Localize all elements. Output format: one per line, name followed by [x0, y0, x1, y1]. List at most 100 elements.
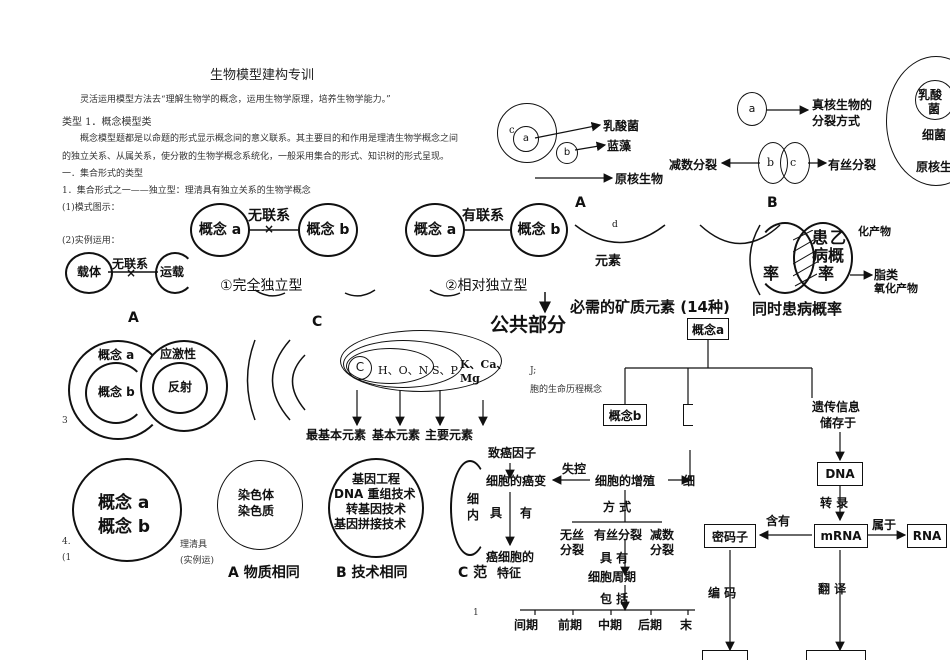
interphase-label: 间期: [514, 618, 539, 632]
include-label: 包 括: [600, 592, 629, 606]
type1-caption: ①完全独立型: [220, 278, 303, 294]
circle-lactic: [915, 80, 950, 120]
paragraph-line-2: 的独立关系、从属关系，使分散的生物学概念系统化，一般采用集合的形式、知识树的形式…: [62, 152, 450, 162]
fragment-3: 3: [62, 416, 68, 426]
transgenic-label: 转基因技术: [346, 502, 407, 516]
div-b-label: b: [767, 156, 775, 169]
item4-text: 理清具: [180, 540, 208, 550]
stress-label: 应激性: [160, 347, 197, 361]
division-caption-b: B: [767, 195, 778, 211]
prokaryote-label: 原核生物: [615, 172, 664, 186]
have-label-1: 具: [490, 506, 503, 520]
div-a-label: a: [748, 101, 756, 115]
contains-label: 含有: [766, 514, 791, 528]
bottom-box-left: [702, 650, 748, 660]
nested-concept-a: 概念 a: [98, 348, 135, 362]
hatch-overlap: [793, 230, 817, 287]
encode-label: 编 码: [708, 586, 737, 600]
mrna-box: mRNA: [814, 524, 868, 548]
fragment-cell: 细: [683, 474, 696, 488]
same-concept-b: 概念 b: [98, 517, 151, 537]
concept-a-label: 概念 a: [198, 221, 242, 238]
item-heading: 1．集合形式之一——独立型：理清具有独立关系的生物学概念: [62, 186, 311, 196]
range-fragment-1: 细: [467, 492, 480, 506]
example-label: (2)实例运用：: [62, 236, 120, 246]
fragment-1: 1: [473, 608, 479, 618]
element-mg: Mg: [460, 372, 480, 385]
concept-a-label-2: 概念 a: [413, 221, 457, 238]
item4-label: 4.: [62, 537, 71, 547]
bacteria-a-label: a: [522, 133, 530, 145]
far-prokaryote-label: 原核生: [916, 160, 950, 174]
transport-label: 运载: [159, 265, 184, 280]
circle-div-c: [780, 142, 810, 184]
cancer-label: 细胞的癌变: [486, 474, 547, 488]
far-bacteria-label: 细菌: [922, 128, 947, 142]
lose-control-label: 失控: [562, 462, 587, 476]
cancer-cell-label-2: 特征: [497, 566, 522, 580]
mitosis-label-cell: 有丝分裂: [594, 528, 643, 542]
circle-concept-b-2: [510, 203, 568, 257]
section-heading: 一．集合形式的类型: [62, 169, 144, 179]
rna-box: RNA: [907, 524, 947, 548]
nested-concept-b: 概念 b: [98, 385, 135, 399]
disease-prob: 病概: [812, 246, 845, 265]
reflex-label: 反射: [167, 380, 192, 395]
circle-concept-outer: [68, 340, 168, 440]
public-part-label: 公共部分: [490, 314, 567, 336]
circle-bacteria-b: [556, 142, 578, 164]
telophase-label: 末: [680, 618, 693, 632]
tree-concept-a-box: 概念a: [687, 318, 729, 340]
bacteria-b-label: b: [563, 147, 571, 159]
amitosis-label-2: 分裂: [560, 543, 585, 557]
proliferation-label: 细胞的增殖: [595, 474, 656, 488]
caption-range: C 范: [458, 565, 488, 581]
chromatin-label: 染色质: [238, 504, 275, 518]
type2-caption: ②相对独立型: [445, 278, 528, 294]
translate-label: 翻 译: [818, 582, 847, 596]
ellipse-elements-1: [340, 330, 502, 392]
main-label: 主要元素: [425, 428, 474, 442]
simultaneous-prob-label: 同时患病概率: [752, 300, 843, 318]
chromosome-label: 染色体: [238, 488, 275, 502]
circle-range-fragment: [450, 460, 490, 556]
genetic-info-label: 遗传信息: [812, 400, 861, 414]
lactic-label: 乳酸菌: [603, 119, 640, 133]
element-c: C: [355, 360, 365, 375]
dna-box: DNA: [817, 462, 863, 486]
element-kca: K、Ca、: [460, 358, 508, 371]
circle-bacteria-c: [497, 103, 557, 163]
cancer-cell-label-1: 癌细胞的: [486, 550, 535, 564]
basic-most-label: 最基本元素: [306, 428, 367, 442]
basic-label: 基本元素: [372, 428, 421, 442]
item4-sub: (1: [62, 553, 72, 563]
concept-b-label-2: 概念 b: [517, 221, 561, 238]
method-label: 方 式: [603, 500, 632, 514]
no-relation-label: 无联系: [248, 208, 290, 224]
mineral-label: 必需的矿质元素 (14种): [570, 298, 730, 316]
bacteria-c-label: c: [509, 125, 515, 136]
blue-algae-label: 蓝藻: [607, 139, 632, 153]
ellipse-elements-3: [346, 348, 434, 384]
element-hon: H、O、N: [378, 364, 429, 377]
fat-label: 脂类: [874, 268, 899, 282]
dna-recombination-label: DNA 重组技术: [334, 487, 416, 501]
circle-concept-a: [190, 203, 250, 257]
transcription-label: 转 录: [820, 496, 849, 510]
metaphase-label: 中期: [598, 618, 623, 632]
oxidation-product-2: 氧化产物: [874, 282, 918, 295]
fragment-j: J;: [530, 366, 537, 376]
circle-bacteria-a: [513, 126, 539, 152]
paragraph-line-1: 概念模型题都是以命题的形式显示概念间的意义联系。其主要目的和作用是理清生物学概念…: [80, 134, 459, 144]
cross-mark: ×: [264, 222, 275, 236]
tree-concept-b-box: 概念b: [603, 404, 647, 426]
circle-concept-b: [298, 203, 358, 257]
circle-div-a: [737, 92, 767, 126]
circle-disease-b: [793, 222, 853, 294]
circle-concept-inner: [85, 362, 147, 424]
same-concept-a: 概念 a: [98, 493, 150, 513]
has-relation-label: 有联系: [462, 208, 504, 224]
meiosis-label-2: 分裂: [650, 543, 675, 557]
div-method-label: 分裂方式: [812, 114, 861, 128]
